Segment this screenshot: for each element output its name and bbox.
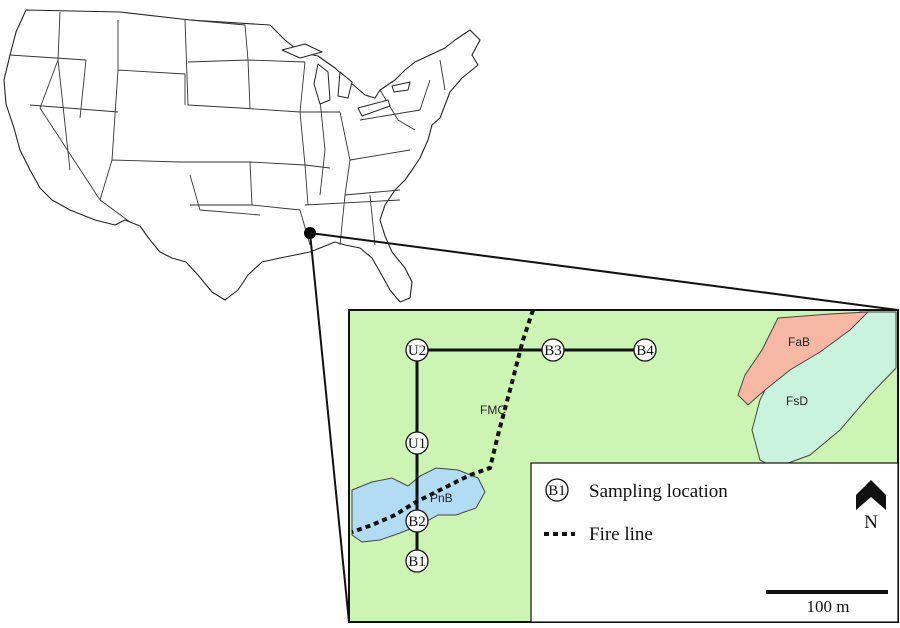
soil-label-fab: FaB <box>788 335 810 349</box>
legend-symbol-label: B1 <box>548 483 566 499</box>
us-map <box>3 9 481 303</box>
site-b1-label: B1 <box>408 554 426 570</box>
soil-label-fsd: FsD <box>786 394 808 408</box>
site-u2: U2 <box>405 338 429 362</box>
site-u1-label: U1 <box>408 436 426 452</box>
soil-unit-fab <box>737 311 870 406</box>
site-b2: B2 <box>405 509 429 533</box>
fire-line <box>351 309 535 534</box>
site-b3: B3 <box>541 338 565 362</box>
site-b4-label: B4 <box>636 343 654 359</box>
legend-fire-line: Fire line <box>589 524 653 545</box>
site-u2-label: U2 <box>408 343 426 359</box>
north-label: N <box>864 512 878 533</box>
inset-map: U2 B3 B4 U1 B2 B1 FMC FaB FsD PnB <box>348 309 899 623</box>
state-lines <box>9 11 446 246</box>
site-b2-label: B2 <box>408 514 426 530</box>
scale-label: 100 m <box>807 597 850 616</box>
zoom-lines <box>309 232 899 623</box>
north-arrow-icon <box>856 480 886 510</box>
site-b1: B1 <box>405 549 429 573</box>
soil-label-fmc: FMC <box>480 403 506 417</box>
legend: B1 Sampling location Fire line N 100 m <box>530 462 899 623</box>
site-u1: U1 <box>405 431 429 455</box>
site-b3-label: B3 <box>544 343 562 359</box>
site-b4: B4 <box>633 338 657 362</box>
us-outline <box>3 9 481 303</box>
legend-sampling-location: Sampling location <box>589 481 728 502</box>
great-lakes <box>281 43 411 117</box>
legend-site-symbol: B1 <box>545 478 569 502</box>
soil-label-pnb: PnB <box>430 491 453 505</box>
